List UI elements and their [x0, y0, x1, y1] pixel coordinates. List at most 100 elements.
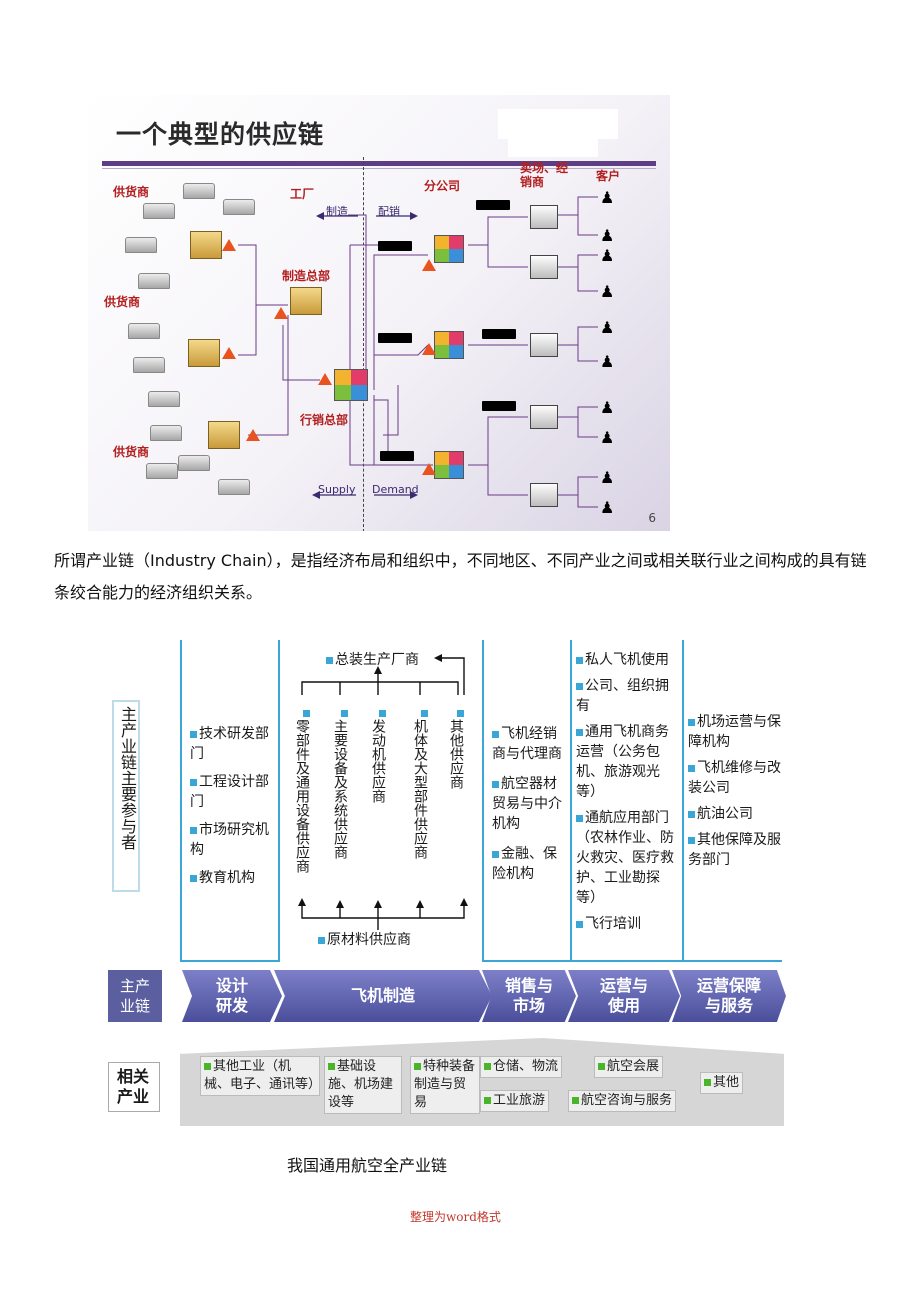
chain-step-support: 运营保障与服务 [672, 970, 786, 1022]
crate-icon [188, 339, 220, 367]
label-branch: 分公司 [424, 179, 461, 193]
truck-icon [380, 451, 414, 461]
chain-step-manufacturing: 飞机制造 [274, 970, 492, 1022]
related-label-box: 相关产业 [108, 1062, 160, 1112]
column-divider [180, 640, 182, 962]
customer-icon: ♟ [600, 246, 615, 265]
related-item: 特种装备制造与贸易 [410, 1056, 480, 1114]
warehouse-icon [178, 455, 210, 471]
inventory-triangle-icon [274, 307, 288, 319]
customer-icon: ♟ [600, 398, 615, 417]
sales-item: 飞机经销商与代理商 [492, 726, 562, 762]
related-item: 仓储、物流 [480, 1056, 563, 1078]
slide-title: 一个典型的供应链 [116, 120, 325, 149]
customer-icon: ♟ [600, 226, 615, 245]
white-patch [508, 135, 598, 157]
truck-icon [482, 329, 516, 339]
label-retailer: 卖场、经销商 [520, 161, 569, 189]
warehouse-icon [128, 323, 160, 339]
design-item: 市场研究机构 [190, 822, 269, 858]
title-rule-thin [102, 168, 656, 169]
customer-icon: ♟ [600, 318, 615, 337]
cash-register-icon [530, 483, 558, 507]
related-item: 工业旅游 [480, 1090, 550, 1112]
column-divider [682, 640, 684, 962]
column-base [570, 960, 682, 962]
label-supplier: 供货商 [113, 445, 150, 459]
warehouse-icon [150, 425, 182, 441]
label-supplier: 供货商 [104, 295, 141, 309]
truck-icon [378, 241, 412, 251]
mfg-vertical-item: 发动机供应商 [370, 710, 386, 890]
label-demand: Demand [372, 483, 419, 496]
sales-items: 飞机经销商与代理商 航空器材贸易与中介机构 金融、保险机构 [492, 724, 566, 884]
main-participants-label: 主产业链主要参与者 [112, 700, 140, 892]
figure-caption: 我国通用航空全产业链 [287, 1156, 448, 1175]
white-patch [498, 109, 618, 139]
title-rule [102, 161, 656, 166]
design-item: 技术研发部门 [190, 726, 269, 762]
support-item: 机场运营与保障机构 [688, 714, 781, 750]
design-items: 技术研发部门 工程设计部门 市场研究机构 教育机构 [190, 724, 274, 888]
customer-icon: ♟ [600, 282, 615, 301]
customer-icon: ♟ [600, 498, 615, 517]
mfg-vertical-item: 其他供应商 [448, 710, 464, 890]
label-supply: Supply [318, 483, 356, 496]
crate-icon [190, 231, 222, 259]
truck-icon [482, 401, 516, 411]
customer-icon: ♟ [600, 428, 615, 447]
slide-page-number: 6 [648, 511, 656, 525]
label-mfg-hq: 制造总部 [282, 269, 331, 283]
customer-icon: ♟ [600, 468, 615, 487]
warehouse-icon [148, 391, 180, 407]
warehouse-icon [133, 357, 165, 373]
support-item: 其他保障及服务部门 [688, 832, 781, 868]
label-customer: 客户 [596, 169, 621, 183]
warehouse-icon [125, 237, 157, 253]
marketing-hq-icon [334, 369, 368, 401]
footer-note: 整理为word格式 [410, 1210, 501, 1224]
crate-icon [290, 287, 322, 315]
label-marketing-hq: 行销总部 [300, 413, 349, 427]
related-item: 航空会展 [594, 1056, 664, 1078]
chain-label: 主产业链 [108, 970, 162, 1022]
truck-icon [476, 200, 510, 210]
branch-icon [434, 331, 464, 359]
support-item: 航油公司 [688, 804, 784, 824]
branch-icon [434, 451, 464, 479]
truck-icon [378, 333, 412, 343]
mfg-vertical-item: 机体及大型部件供应商 [412, 710, 428, 890]
cash-register-icon [530, 405, 558, 429]
warehouse-icon [223, 199, 255, 215]
chain-step-design: 设计研发 [182, 970, 282, 1022]
column-divider [278, 640, 280, 962]
ops-item: 飞行培训 [576, 914, 680, 934]
label-make: 制造 [326, 205, 348, 218]
warehouse-icon [218, 479, 250, 495]
assembler-label: 总装生产厂商 [326, 650, 419, 670]
design-item: 教育机构 [190, 868, 274, 888]
inventory-triangle-icon [422, 463, 436, 475]
warehouse-icon [146, 463, 178, 479]
sales-item: 金融、保险机构 [492, 846, 557, 882]
customer-icon: ♟ [600, 352, 615, 371]
raw-material-label: 原材料供应商 [318, 930, 411, 950]
related-item: 其他工业（机械、电子、通讯等） [200, 1056, 321, 1096]
ops-item: 公司、组织拥有 [576, 678, 669, 714]
related-item: 其他 [700, 1072, 744, 1094]
manufacturing-arrows [298, 654, 468, 930]
body-paragraph: 所谓产业链（Industry Chain），是指经济布局和组织中，不同地区、不同… [54, 551, 867, 602]
column-divider [482, 640, 484, 962]
inventory-triangle-icon [222, 347, 236, 359]
inventory-triangle-icon [246, 429, 260, 441]
ops-item: 通航应用部门（农林作业、防火救灾、医疗救护、工业勘探等） [576, 810, 674, 906]
label-factory: 工厂 [290, 187, 315, 201]
support-item: 飞机维修与改装公司 [688, 760, 781, 796]
related-label: 相关产业 [117, 1067, 150, 1106]
cash-register-icon [530, 255, 558, 279]
chain-step-operations: 运营与使用 [568, 970, 680, 1022]
related-item: 基础设施、机场建设等 [324, 1056, 402, 1114]
column-divider [570, 640, 572, 962]
design-item: 工程设计部门 [190, 774, 269, 810]
aviation-industry-chain-diagram: 主产业链主要参与者 技术研发部门 工程设计部门 市场研究机构 教育机构 总装生产… [108, 640, 788, 1130]
